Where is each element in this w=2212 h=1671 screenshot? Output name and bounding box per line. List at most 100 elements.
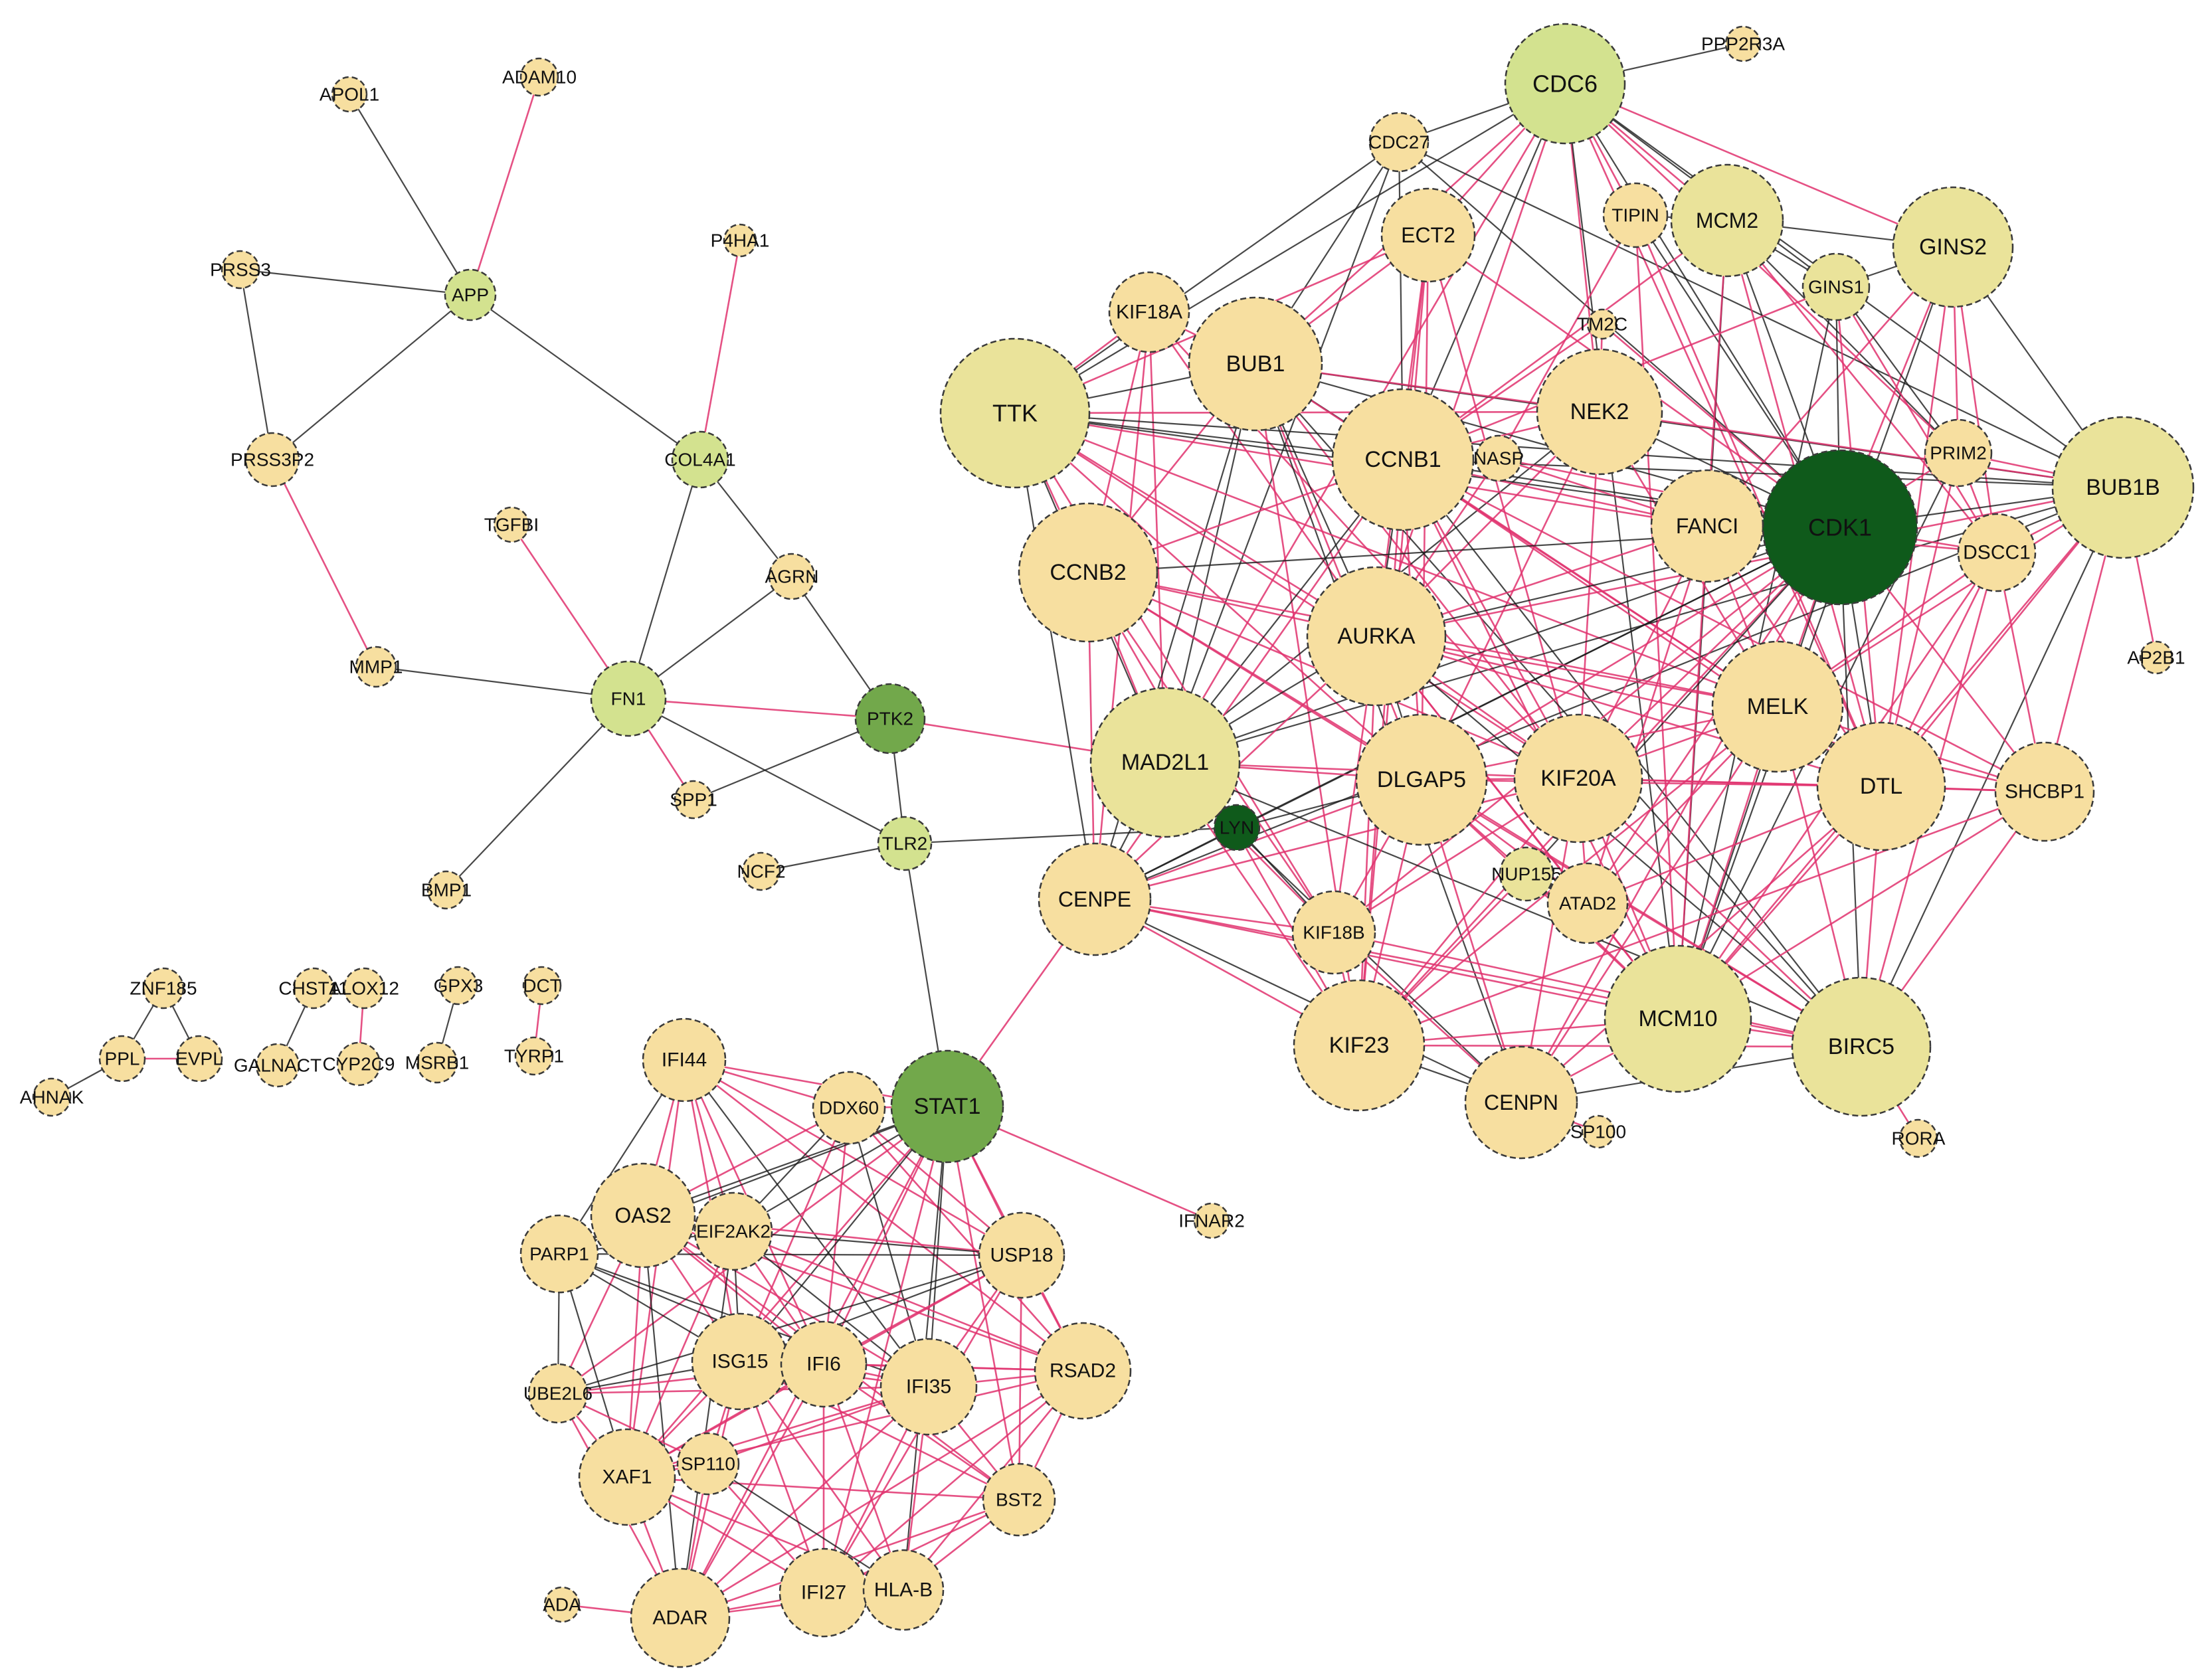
- node-mcm10[interactable]: MCM10: [1604, 944, 1752, 1093]
- node-agrn[interactable]: AGRN: [765, 553, 819, 600]
- node-col4a1[interactable]: COL4A1: [664, 430, 736, 489]
- node-ccnb2[interactable]: CCNB2: [1018, 502, 1158, 643]
- edge-ddx60-rsad2: [848, 1107, 1083, 1371]
- node-xaf1[interactable]: XAF1: [578, 1428, 676, 1526]
- node-alox12[interactable]: ALOX12: [329, 967, 399, 1010]
- node-ttk[interactable]: TTK: [939, 337, 1091, 489]
- node-lyn[interactable]: LYN: [1213, 804, 1261, 851]
- node-bst2[interactable]: BST2: [982, 1462, 1056, 1537]
- node-cdc6[interactable]: CDC6: [1504, 23, 1626, 145]
- node-parp1[interactable]: PARP1: [519, 1214, 599, 1294]
- node-label: IFI35: [906, 1376, 951, 1398]
- node-eif2ak2[interactable]: EIF2AK2: [693, 1191, 773, 1271]
- node-fn1[interactable]: FN1: [590, 660, 667, 737]
- node-usp18[interactable]: USP18: [978, 1211, 1065, 1299]
- node-hla-b[interactable]: HLA-B: [862, 1549, 945, 1631]
- node-isg15[interactable]: ISG15: [691, 1312, 789, 1411]
- node-ifi6[interactable]: IFI6: [780, 1320, 868, 1408]
- node-ddx60[interactable]: DDX60: [812, 1071, 886, 1145]
- node-adar[interactable]: ADAR: [630, 1567, 731, 1668]
- node-atad2[interactable]: ATAD2: [1546, 862, 1629, 944]
- node-ifi44[interactable]: IFI44: [642, 1017, 727, 1102]
- node-nek2[interactable]: NEK2: [1536, 348, 1663, 476]
- node-circle: [1193, 1202, 1230, 1239]
- node-tm2c[interactable]: TM2C: [1577, 308, 1627, 340]
- node-sp100[interactable]: SP100: [1570, 1114, 1626, 1149]
- node-label: DCT: [523, 976, 561, 996]
- node-spp1[interactable]: SPP1: [670, 780, 717, 820]
- edge-eif2ak2-adar: [679, 1231, 735, 1619]
- node-fanci[interactable]: FANCI: [1650, 469, 1764, 583]
- node-cdc27[interactable]: CDC27: [1368, 112, 1429, 173]
- node-ada[interactable]: ADA: [543, 1586, 581, 1623]
- node-gins2[interactable]: GINS2: [1892, 186, 2014, 308]
- node-dct[interactable]: DCT: [522, 966, 562, 1006]
- node-ap2b1[interactable]: AP2B1: [2127, 640, 2185, 675]
- node-rora[interactable]: RORA: [1892, 1118, 1946, 1158]
- edge-prss3p2-mmp1: [271, 459, 377, 667]
- node-mcm2[interactable]: MCM2: [1670, 163, 1784, 278]
- node-bmp1[interactable]: BMP1: [421, 870, 472, 910]
- node-bub1[interactable]: BUB1: [1188, 296, 1323, 432]
- node-ncf2[interactable]: NCF2: [737, 851, 786, 891]
- node-p4ha1[interactable]: P4HA1: [711, 223, 770, 258]
- node-ppp2r3a[interactable]: PPP2R3A: [1701, 25, 1785, 62]
- node-tipin[interactable]: TIPIN: [1602, 182, 1669, 248]
- node-gpx3[interactable]: GPX3: [434, 966, 484, 1006]
- node-sp110[interactable]: SP110: [676, 1432, 740, 1496]
- edge-cdc6-prim2: [1564, 83, 1959, 454]
- node-label: TLR2: [882, 834, 927, 854]
- node-circle: [879, 1338, 978, 1436]
- node-melk[interactable]: MELK: [1711, 640, 1844, 773]
- node-nup155[interactable]: NUP155: [1491, 846, 1562, 902]
- node-circle: [877, 816, 933, 871]
- node-prss3[interactable]: PRSS3: [210, 250, 271, 290]
- node-adam10[interactable]: ADAM10: [502, 57, 577, 97]
- node-dtl[interactable]: DTL: [1816, 721, 1946, 851]
- node-tgfbi[interactable]: TGFBI: [484, 506, 539, 543]
- node-dscc1[interactable]: DSCC1: [1957, 513, 2037, 592]
- node-evpl[interactable]: EVPL: [175, 1035, 223, 1083]
- node-kif20a[interactable]: KIF20A: [1513, 713, 1643, 843]
- node-tlr2[interactable]: TLR2: [877, 816, 933, 871]
- node-apol1[interactable]: APOL1: [320, 76, 379, 113]
- node-msrb1[interactable]: MSRB1: [405, 1041, 469, 1084]
- node-tyrp1[interactable]: TYRP1: [504, 1036, 564, 1076]
- node-shcbp1[interactable]: SHCBP1: [1994, 741, 2095, 842]
- node-ect2[interactable]: ECT2: [1380, 187, 1476, 283]
- node-prim2[interactable]: PRIM2: [1924, 418, 1993, 487]
- node-stat1[interactable]: STAT1: [890, 1049, 1004, 1164]
- node-circle: [2051, 416, 2195, 559]
- node-chst11[interactable]: CHST11: [278, 967, 349, 1010]
- node-galnact[interactable]: GALNACT: [234, 1043, 322, 1088]
- node-ppl[interactable]: PPL: [98, 1035, 146, 1083]
- node-ifi27[interactable]: IFI27: [779, 1547, 869, 1638]
- node-cenpn[interactable]: CENPN: [1464, 1045, 1578, 1160]
- node-cyp2c9[interactable]: CYP2C9: [323, 1041, 395, 1087]
- node-mmp1[interactable]: MMP1: [349, 646, 403, 688]
- node-kif23[interactable]: KIF23: [1293, 979, 1426, 1112]
- node-kif18a[interactable]: KIF18A: [1108, 271, 1190, 353]
- node-cdk1[interactable]: CDK1: [1762, 449, 1918, 606]
- node-app[interactable]: APP: [444, 268, 497, 321]
- edge-ccnb1-bub1b: [1402, 458, 2124, 489]
- node-ube2l6[interactable]: UBE2L6: [523, 1363, 593, 1424]
- node-kif18b[interactable]: KIF18B: [1291, 890, 1376, 975]
- node-nasp[interactable]: NASP: [1473, 434, 1524, 482]
- node-bub1b[interactable]: BUB1B: [2051, 416, 2195, 559]
- node-mad2l1[interactable]: MAD2L1: [1089, 687, 1241, 838]
- node-cenpe[interactable]: CENPE: [1038, 842, 1152, 956]
- node-ifnar2[interactable]: IFNAR2: [1178, 1202, 1245, 1239]
- node-gins1[interactable]: GINS1: [1801, 252, 1871, 321]
- node-ptk2[interactable]: PTK2: [854, 683, 926, 754]
- node-birc5[interactable]: BIRC5: [1791, 976, 1932, 1117]
- node-oas2[interactable]: OAS2: [590, 1162, 696, 1269]
- node-ccnb1[interactable]: CCNB1: [1331, 388, 1475, 531]
- node-znf185[interactable]: ZNF185: [130, 967, 197, 1010]
- node-dlgap5[interactable]: DLGAP5: [1355, 713, 1488, 846]
- node-ahnak[interactable]: AHNAK: [20, 1077, 84, 1117]
- node-rsad2[interactable]: RSAD2: [1034, 1322, 1132, 1420]
- node-prss3p2[interactable]: PRSS3P2: [230, 432, 314, 487]
- node-ifi35[interactable]: IFI35: [879, 1338, 978, 1436]
- node-aurka[interactable]: AURKA: [1306, 566, 1447, 707]
